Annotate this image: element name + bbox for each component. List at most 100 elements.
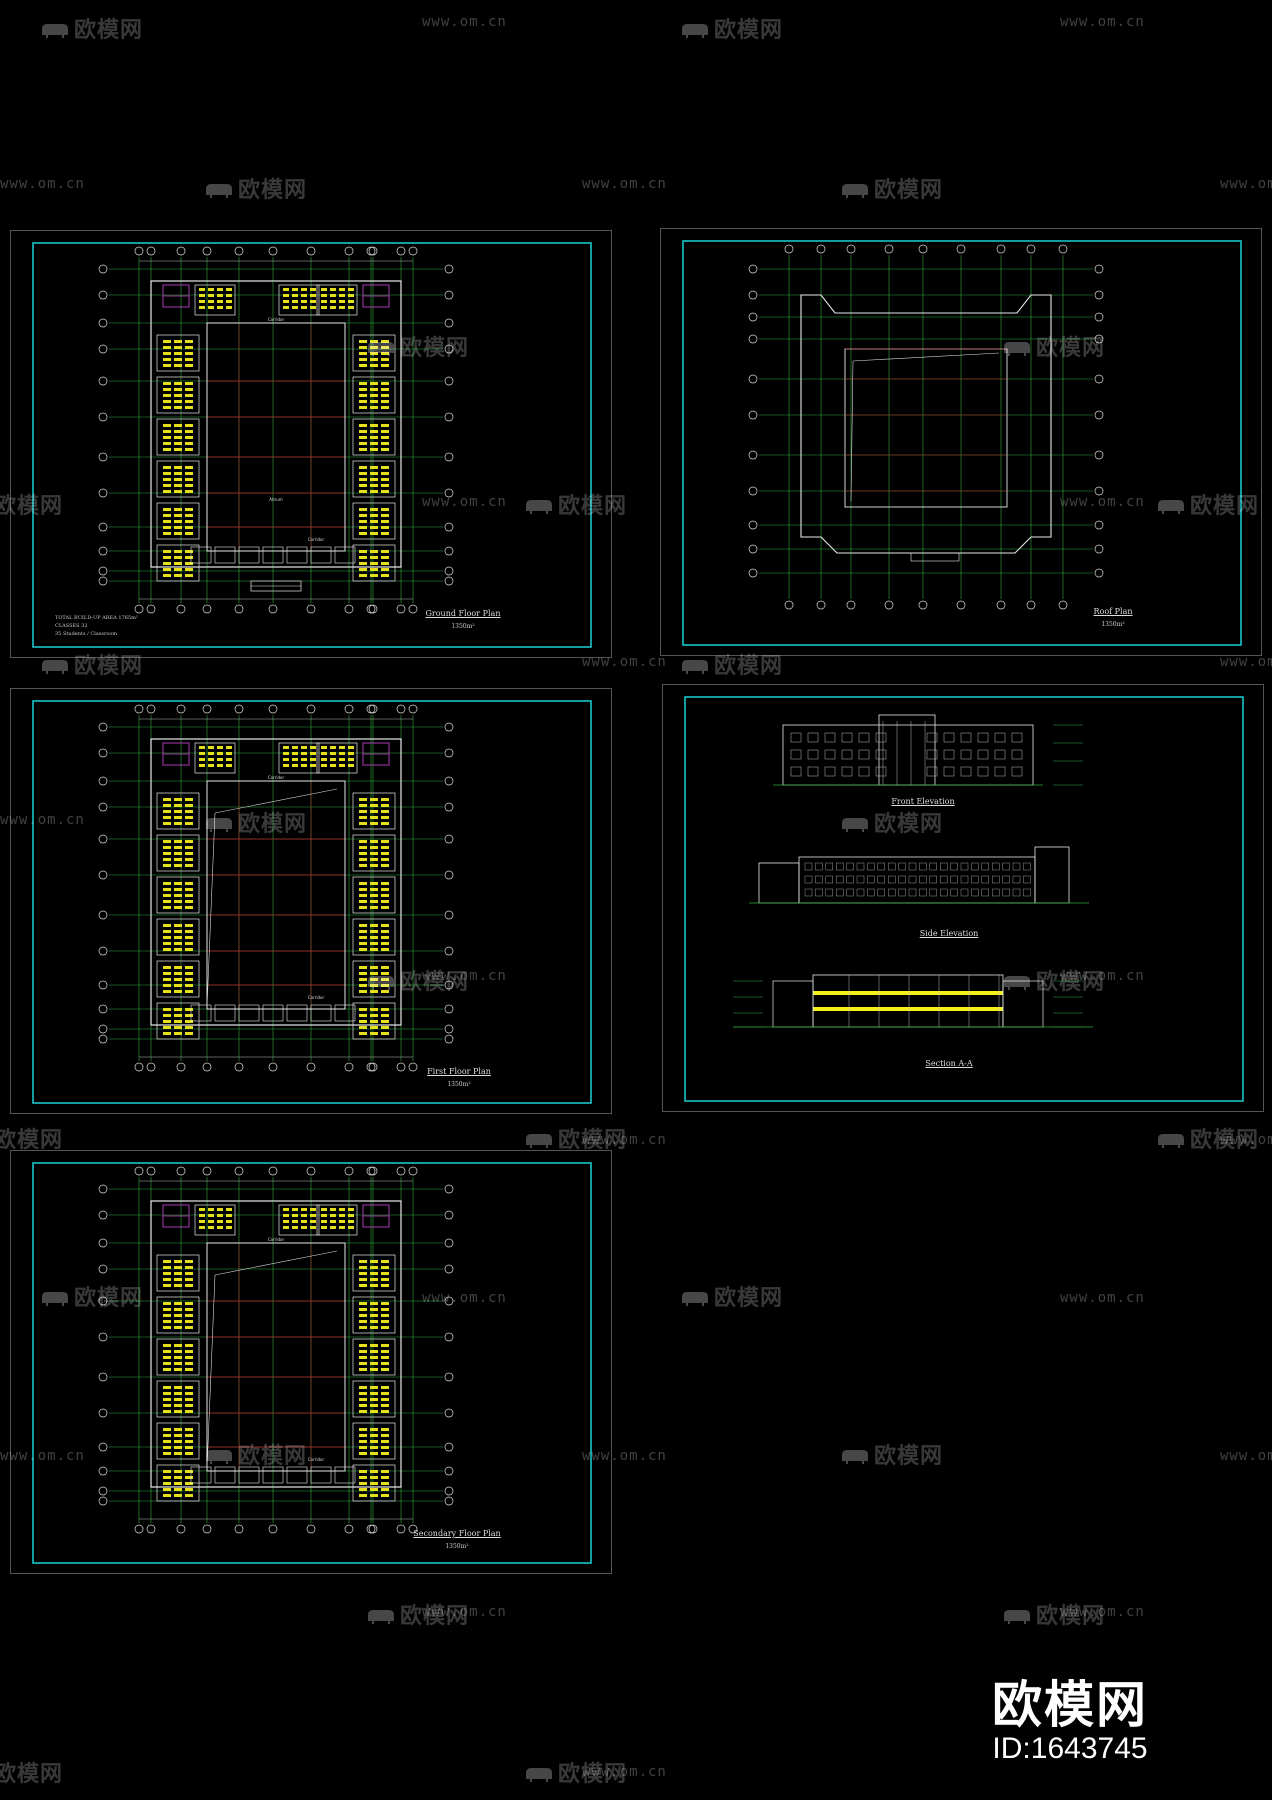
window [919, 875, 927, 884]
desk [163, 442, 171, 445]
classes-note: CLASSES 32 [55, 623, 88, 629]
void-edge [206, 812, 216, 1008]
desk [321, 288, 327, 291]
watermark-brand: 欧模网 [1002, 1598, 1105, 1630]
grid-bubble [146, 1524, 156, 1534]
desk [174, 858, 182, 861]
desk [381, 388, 389, 391]
desk [370, 1278, 378, 1281]
window [804, 875, 813, 884]
corridor-label: Corridor [268, 317, 285, 322]
desk [163, 1350, 171, 1353]
desk [185, 1386, 193, 1389]
section-slab [813, 991, 1003, 995]
desk [381, 1308, 389, 1311]
classroom [156, 1380, 200, 1418]
desk [370, 852, 378, 855]
grid-bubble [98, 1442, 108, 1452]
desk [381, 1482, 389, 1485]
desk [339, 294, 345, 297]
desk [174, 556, 182, 559]
desk [163, 400, 171, 403]
desk [370, 1368, 378, 1371]
desk [174, 472, 182, 475]
window [929, 862, 937, 871]
classroom [156, 834, 200, 872]
desk [163, 406, 171, 409]
grid-bubble [98, 946, 108, 956]
grid-bubble [134, 1062, 144, 1072]
desk [359, 574, 367, 577]
grid-bubble [444, 910, 454, 920]
desk [359, 508, 367, 511]
window [992, 888, 1000, 897]
desk [381, 1476, 389, 1479]
window [960, 749, 972, 760]
service-room [310, 546, 332, 564]
desk [163, 1482, 171, 1485]
grid-bubble [134, 246, 144, 256]
desk [339, 1220, 345, 1223]
desk [185, 352, 193, 355]
grid-bubble [408, 246, 418, 256]
desk [310, 1226, 316, 1229]
window [1012, 875, 1021, 884]
desk [370, 1308, 378, 1311]
desk [185, 1014, 193, 1017]
build-up-area-note: TOTAL BUILD-UP AREA 1765m² [55, 615, 138, 621]
window [877, 888, 886, 897]
desk [163, 550, 171, 553]
desk [321, 1226, 327, 1229]
window [858, 766, 870, 777]
desk [381, 490, 389, 493]
watermark-brand: 欧模网 [680, 648, 783, 680]
desk [163, 514, 171, 517]
desk [292, 752, 298, 755]
window [1023, 875, 1031, 884]
desk [174, 1284, 182, 1287]
desk [174, 526, 182, 529]
desk [174, 1020, 182, 1023]
window [887, 862, 896, 871]
desk [163, 1404, 171, 1407]
window [815, 862, 823, 871]
desk [381, 1260, 389, 1263]
desk [381, 1314, 389, 1317]
roof-plan-area: 1350m² [1101, 621, 1125, 628]
desk [359, 1482, 367, 1485]
grid-bubble [234, 1166, 244, 1176]
grid-bubble [1094, 450, 1104, 460]
window [898, 875, 906, 884]
grid-bubble [98, 1210, 108, 1220]
roof-plan-title: Roof Plan [1093, 607, 1133, 616]
desk [330, 1226, 336, 1229]
desk [359, 394, 367, 397]
desk [163, 936, 171, 939]
window [940, 888, 948, 897]
desk [381, 948, 389, 951]
desk [359, 810, 367, 813]
building-outline [150, 280, 402, 568]
desk [185, 346, 193, 349]
desk [359, 484, 367, 487]
desk [185, 532, 193, 535]
grid-bubble [444, 522, 454, 532]
grid-bubble [268, 704, 278, 714]
desk [381, 478, 389, 481]
corridor-label: Corridor [308, 537, 325, 542]
desk [174, 400, 182, 403]
desk [163, 358, 171, 361]
window [790, 749, 802, 760]
desk [370, 1482, 378, 1485]
desk [174, 550, 182, 553]
desk [370, 514, 378, 517]
classroom [278, 284, 320, 316]
desk [301, 1214, 307, 1217]
desk [381, 888, 389, 891]
desk [292, 1214, 298, 1217]
window [815, 888, 823, 897]
desk [359, 936, 367, 939]
grid-bubble [1094, 544, 1104, 554]
